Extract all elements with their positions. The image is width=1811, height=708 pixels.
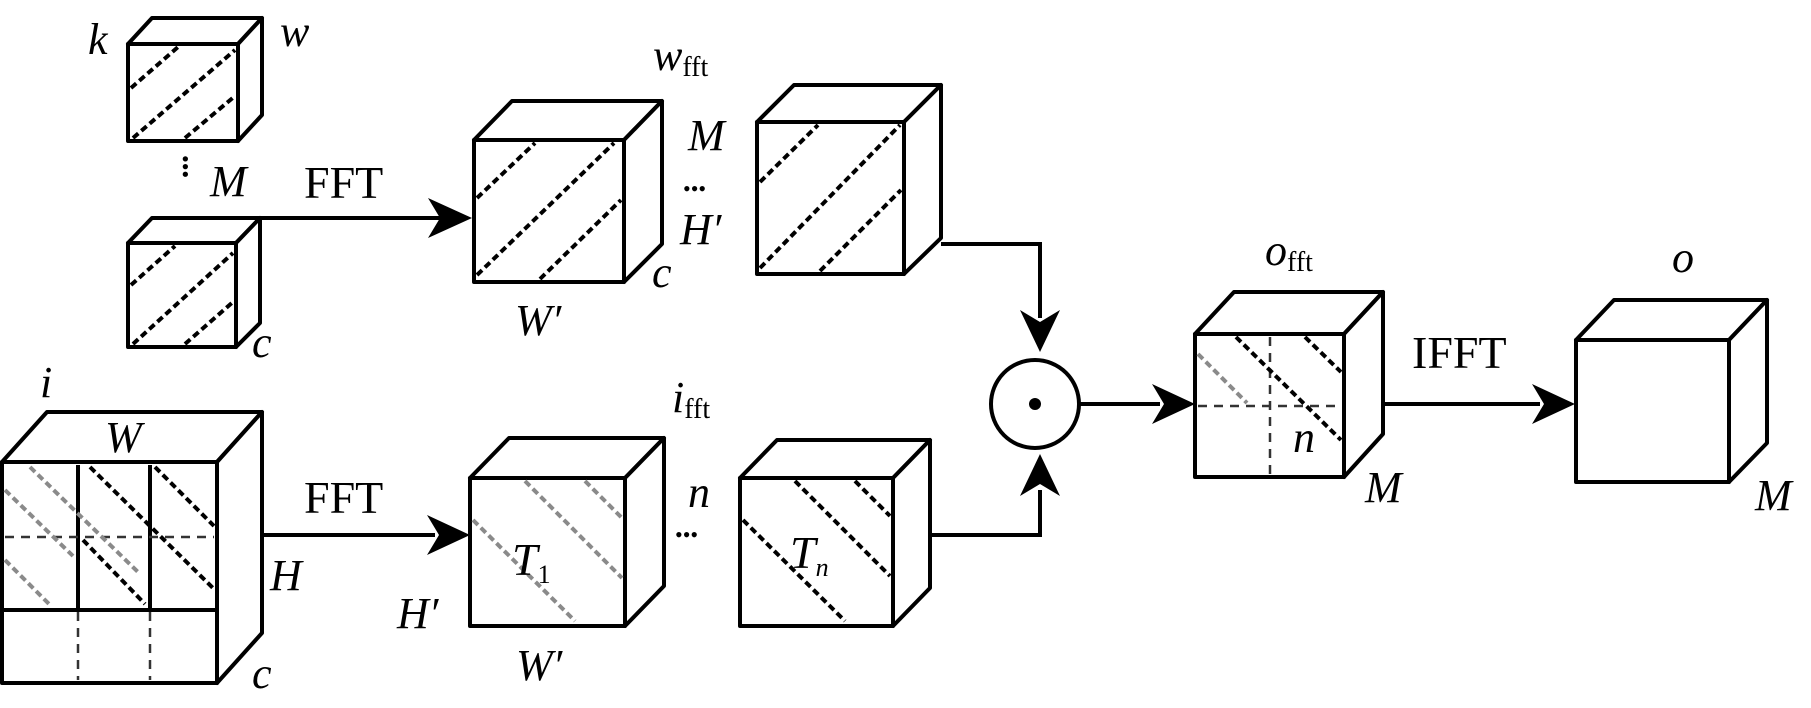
fft-arrow-bottom (262, 515, 470, 555)
dot-vertical: ••• (173, 155, 198, 178)
w-fft-to-product-arrow (941, 242, 1060, 352)
label-M-o: M (1754, 471, 1794, 520)
label-w: w (280, 7, 310, 56)
label-k: k (88, 15, 109, 64)
label-i: i (40, 358, 52, 407)
label-i-fft: ifft (672, 373, 710, 425)
label-H-input: H (269, 551, 304, 600)
kernel-cube-bottom (126, 216, 262, 349)
label-W-input: W (105, 413, 145, 462)
label-ifft: IFFT (1412, 327, 1507, 378)
label-o-fft: offt (1265, 226, 1313, 278)
label-T1: T1 (512, 534, 551, 589)
label-fft-bottom: FFT (304, 472, 383, 523)
label-w-fft: wfft (653, 31, 709, 83)
label-W-prime-wfft: W′ (515, 296, 563, 345)
fft-arrow-top (260, 198, 472, 238)
label-M-offt: M (1364, 463, 1404, 512)
input-cube (0, 410, 264, 685)
w-fft-cube-front (472, 99, 664, 284)
kernel-cube-top (126, 16, 264, 143)
hadamard-product-operator (989, 358, 1081, 450)
label-n-offt: n (1293, 413, 1315, 462)
output-cube (1574, 298, 1769, 484)
label-fft-top: FFT (304, 157, 383, 208)
i-fft-cube-T1 (468, 436, 666, 628)
label-c-kernel: c (252, 318, 272, 367)
label-c-wfft: c (652, 248, 672, 297)
w-fft-cube-back (755, 83, 943, 276)
label-c-input: c (252, 649, 272, 698)
dots-wfft: ••• (683, 176, 706, 201)
product-to-o-fft-arrow (1079, 384, 1195, 424)
label-M-kernel: M (209, 157, 249, 206)
label-M-wfft: M (687, 111, 727, 160)
label-n-ifft: n (688, 468, 710, 517)
label-H-prime-ifft: H′ (396, 589, 440, 638)
label-W-prime-ifft: W′ (516, 641, 564, 690)
dots-ifft: ••• (675, 522, 698, 547)
label-Tn: Tn (790, 527, 829, 582)
i-fft-cube-Tn (738, 438, 932, 628)
label-o: o (1672, 233, 1694, 282)
label-H-prime-wfft: H′ (679, 205, 723, 254)
i-fft-to-product-arrow (930, 454, 1060, 537)
o-fft-cube (1193, 290, 1385, 479)
ifft-arrow (1383, 384, 1575, 424)
